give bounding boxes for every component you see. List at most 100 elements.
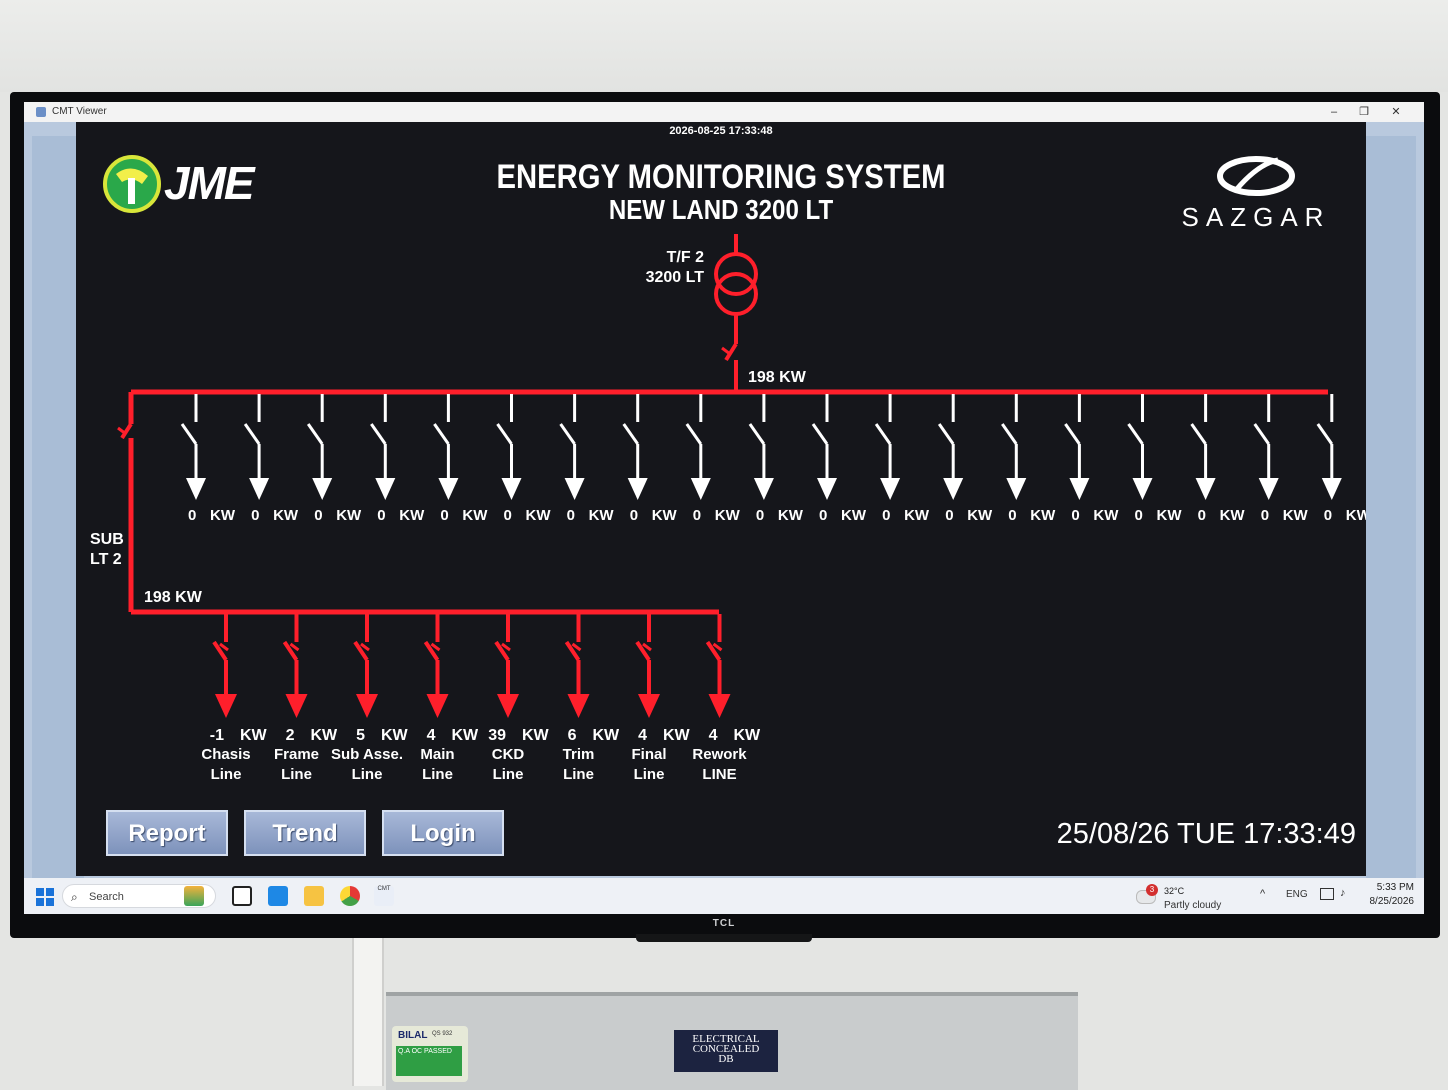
top-feeder-switch	[874, 423, 892, 445]
top-feeder-arrow	[943, 478, 964, 500]
window-titlebar[interactable]: CMT Viewer – ❐ ✕	[24, 102, 1424, 122]
top-feeder-switch	[748, 423, 766, 445]
left-margin-panel	[32, 136, 84, 878]
bottom-feeder-name-line2: LINE	[702, 766, 736, 783]
transformer-winding-primary	[714, 252, 758, 296]
top-feeder-switch	[1001, 423, 1018, 445]
top-feeder-switch	[433, 423, 450, 445]
top-feeder-switch	[559, 423, 576, 445]
bottom-feeder-value: 2	[286, 727, 295, 744]
transformer-rating: 3200 LT	[646, 269, 705, 286]
bottom-feeder-name-line2: Line	[563, 766, 594, 783]
language-indicator[interactable]: ENG	[1286, 889, 1308, 900]
bottom-feeder-arrow	[215, 694, 237, 718]
top-feeder-switch	[937, 423, 955, 445]
windows-start-icon[interactable]	[36, 888, 54, 906]
sazgar-emblem-icon	[1217, 156, 1295, 196]
bottom-feeder-unit: KW	[663, 727, 691, 744]
hmi-timestamp: 2026-08-25 17:33:48	[669, 125, 773, 137]
top-feeder-unit: KW	[1220, 507, 1246, 524]
top-feeder-arrow	[1132, 478, 1153, 500]
task-view-icon[interactable]	[232, 886, 252, 906]
top-feeder-value: 0	[882, 507, 890, 524]
top-feeder-unit: KW	[652, 507, 678, 524]
top-feeder-unit: KW	[399, 507, 425, 524]
top-feeder-arrow	[564, 478, 585, 500]
top-feeder-unit: KW	[778, 507, 804, 524]
chrome-icon[interactable]	[340, 886, 360, 906]
bottom-feeder-name: Sub Asse.	[331, 746, 403, 763]
top-feeder-value: 0	[756, 507, 764, 524]
bottom-feeder-breaker-mark	[712, 642, 723, 652]
report-button[interactable]: Report	[106, 810, 228, 856]
widgets-icon[interactable]	[184, 886, 204, 906]
bottom-feeder-switch	[494, 640, 510, 662]
top-feeder-arrow	[1258, 478, 1279, 500]
bottom-feeder-name-line2: Line	[352, 766, 383, 783]
top-feeder-value: 0	[377, 507, 385, 524]
bottom-feeder-unit: KW	[522, 727, 550, 744]
top-feeder-unit: KW	[1346, 507, 1366, 524]
weather-temp: 32°C	[1164, 886, 1185, 896]
top-feeder-switch	[370, 423, 387, 445]
restore-button[interactable]: ❐	[1359, 106, 1369, 118]
bottom-feeder-value: -1	[210, 727, 224, 744]
bottom-feeder-name-line2: Line	[281, 766, 312, 783]
top-feeder-unit: KW	[462, 507, 488, 524]
desktop-screen: CMT Viewer – ❐ ✕ 2026-08-25 17:33:48 JME…	[24, 102, 1424, 914]
bottom-feeder-name-line2: Line	[422, 766, 453, 783]
top-feeder-unit: KW	[967, 507, 993, 524]
trend-button[interactable]: Trend	[244, 810, 366, 856]
top-feeder-arrow	[501, 478, 522, 500]
minimize-button[interactable]: –	[1330, 106, 1338, 118]
top-feeder-value: 0	[1135, 507, 1143, 524]
top-feeder-unit: KW	[904, 507, 930, 524]
bottom-feeder-switch	[635, 640, 651, 662]
weather-desc: Partly cloudy	[1164, 900, 1222, 911]
bottom-feeder-arrow	[708, 694, 731, 718]
bottom-feeder-breaker-mark	[430, 642, 441, 652]
close-button[interactable]: ✕	[1391, 106, 1401, 118]
top-feeder-value: 0	[188, 507, 196, 524]
db-label-plate: ELECTRICAL CONCEALED DB	[674, 1030, 778, 1072]
top-feeder-unit: KW	[1093, 507, 1119, 524]
top-feeder-value: 0	[945, 507, 953, 524]
bottom-feeder-unit: KW	[734, 727, 762, 744]
sticker-brand: BILAL	[398, 1030, 428, 1041]
bottom-feeder-breaker-mark	[501, 642, 511, 652]
right-margin-panel	[1366, 136, 1416, 878]
qa-sticker: BILAL QS 932 Q.A OC PASSED	[392, 1026, 468, 1082]
top-feeder-value: 0	[440, 507, 448, 524]
sub-bus-load: 198 KW	[144, 589, 203, 606]
bottom-feeder-value: 4	[638, 727, 647, 744]
bottom-feeder-name: Rework	[692, 746, 747, 763]
volume-icon[interactable]: ♪	[1340, 887, 1346, 899]
cmt-viewer-icon[interactable]: CMT	[374, 886, 394, 906]
network-icon[interactable]	[1320, 888, 1334, 900]
bottom-feeder-switch	[212, 640, 228, 662]
bottom-feeder-breaker-mark	[571, 642, 582, 652]
transformer-name: T/F 2	[667, 249, 704, 266]
top-feeder-switch	[685, 423, 703, 445]
top-feeder-switch	[243, 423, 261, 445]
tray-overflow-icon[interactable]: ^	[1260, 888, 1266, 900]
top-feeder-unit: KW	[715, 507, 741, 524]
bottom-feeder-switch	[564, 640, 581, 662]
top-feeder-value: 0	[504, 507, 512, 524]
taskbar: ⌕ Search CMT 3 32°C Partly cloudy ^ ENG …	[24, 878, 1424, 914]
sub-lt-label: SUB	[90, 531, 124, 548]
top-feeder-arrow	[312, 478, 333, 500]
bottom-feeder-name-line2: Line	[211, 766, 242, 783]
tray-time[interactable]: 5:33 PM	[1376, 882, 1414, 893]
login-button[interactable]: Login	[382, 810, 504, 856]
top-feeder-unit: KW	[1283, 507, 1309, 524]
bottom-feeder-arrow	[638, 694, 660, 718]
jme-globe-icon	[103, 155, 161, 213]
bottom-feeder-name: CKD	[492, 746, 525, 763]
file-explorer-icon[interactable]	[304, 886, 324, 906]
bottom-feeder-value: 4	[709, 727, 718, 744]
top-feeder-arrow	[690, 478, 711, 500]
tray-date[interactable]: 8/25/2026	[1369, 896, 1415, 907]
bottom-feeder-switch	[353, 640, 369, 662]
store-icon[interactable]	[268, 886, 288, 906]
